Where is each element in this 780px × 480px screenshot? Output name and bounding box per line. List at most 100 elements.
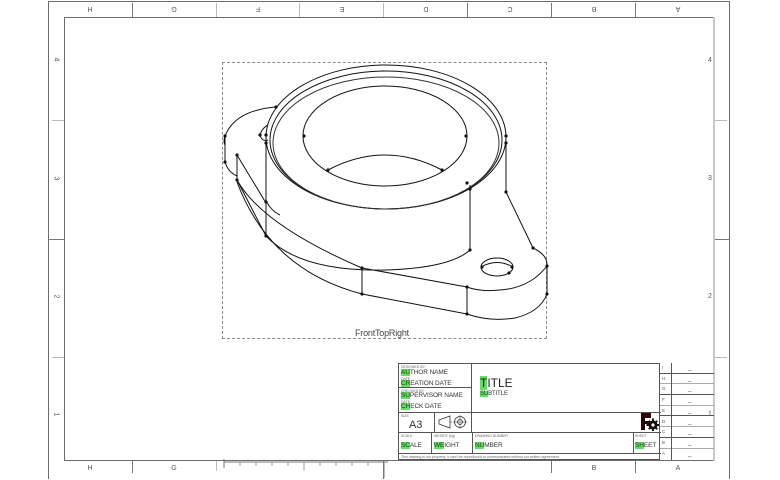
divider — [399, 387, 472, 388]
designed-by-label: DESIGNED BY: — [401, 365, 426, 369]
revision-row[interactable]: A_ — [660, 449, 714, 460]
zone-label-top: B — [591, 5, 597, 12]
zone-divider — [48, 239, 64, 240]
zone-divider — [635, 461, 636, 473]
revision-letter: H — [662, 375, 666, 381]
zone-label-top: D — [423, 5, 429, 12]
weight-label: WEIGHT (kg) — [434, 434, 455, 438]
revision-letter: B — [662, 439, 666, 445]
sheet-inner-frame-right-edge — [713, 17, 715, 461]
isometric-part-drawing[interactable] — [215, 55, 555, 345]
zone-label-right: 1 — [708, 411, 712, 418]
zone-divider — [715, 239, 730, 240]
revision-value: _ — [688, 439, 692, 446]
revision-value: _ — [688, 429, 692, 436]
drawing-number-field[interactable]: NUMBER — [475, 442, 503, 450]
zone-divider — [52, 357, 64, 358]
scale-field[interactable]: SCALE — [401, 442, 422, 450]
title-block: DESIGNED BY: AUTHOR NAME DATE: CREATION … — [398, 363, 661, 460]
divider — [399, 453, 661, 454]
zone-label-top: G — [171, 5, 177, 12]
field-highlight: SU — [401, 392, 410, 399]
date-label: DATE: — [401, 377, 412, 381]
field-text: IGHT — [444, 442, 460, 449]
field-highlight: SU — [480, 391, 489, 397]
divider — [671, 363, 672, 460]
date-label: DATE: — [401, 400, 412, 404]
first-angle-projection-icon — [438, 415, 467, 429]
field-text: ITLE — [487, 376, 513, 390]
revision-letter: G — [662, 386, 666, 392]
author-name-field[interactable]: AUTHOR NAME — [401, 369, 448, 377]
view-frame-fronttopright[interactable] — [222, 62, 547, 339]
revision-letter: A — [662, 450, 666, 456]
revision-value: _ — [688, 386, 692, 393]
divider — [399, 432, 661, 433]
zone-label-bottom: G — [171, 465, 177, 472]
revision-value: _ — [688, 365, 692, 371]
creation-date-field[interactable]: CREATION DATE — [401, 380, 452, 388]
revision-row[interactable]: D_ — [660, 417, 714, 428]
revision-row[interactable]: E_ — [660, 406, 714, 417]
revision-value: _ — [688, 418, 692, 425]
field-text: BTITLE — [488, 391, 508, 397]
sheet-field[interactable]: SHEET — [635, 442, 656, 450]
sheet-label: SHEET — [635, 434, 647, 438]
zone-label-right: 4 — [708, 57, 712, 64]
revision-table: I_ H_ G_ F_ E_ D_ C_ B_ A_ — [660, 363, 714, 460]
revision-row[interactable]: C_ — [660, 427, 714, 438]
subtitle-field[interactable]: SUBTITLE — [480, 390, 508, 398]
field-highlight: SC — [401, 442, 410, 449]
revision-letter: E — [662, 407, 666, 413]
disclaimer-text: This drawing is our property; it can't b… — [401, 455, 560, 459]
check-date-field[interactable]: CHECK DATE — [401, 403, 442, 411]
checked-by-label: CHECKED BY: — [401, 389, 425, 393]
field-highlight: T — [480, 376, 488, 390]
author-section — [399, 364, 472, 412]
zone-divider — [551, 3, 552, 17]
revision-letter: F — [662, 397, 665, 403]
divider — [472, 432, 473, 453]
revision-row[interactable]: G_ — [660, 384, 714, 396]
zone-label-left: 2 — [52, 294, 60, 299]
revision-value: _ — [688, 397, 692, 404]
zone-divider — [132, 461, 133, 473]
zone-label-top: A — [675, 5, 681, 12]
view-label[interactable]: FrontTopRight — [354, 328, 410, 338]
revision-row[interactable]: I_ — [660, 363, 714, 374]
zone-label-top: F — [255, 5, 261, 12]
divider — [431, 432, 432, 453]
field-highlight: NU — [475, 442, 485, 449]
revision-value: _ — [688, 450, 692, 457]
field-highlight: CR — [401, 380, 411, 387]
zone-divider — [383, 3, 384, 17]
zone-divider — [132, 3, 133, 17]
zone-label-right: 3 — [708, 175, 712, 182]
title-field[interactable]: TITLE — [480, 376, 513, 390]
scale-label: SCALE — [401, 434, 413, 438]
scale-bar — [223, 459, 388, 478]
size-value[interactable]: A3 — [409, 419, 423, 431]
zone-label-bottom: H — [87, 465, 93, 472]
supervisor-name-field[interactable]: SUPERVISOR NAME — [401, 392, 463, 400]
size-label: SIZE — [401, 414, 409, 418]
projection-cell — [435, 412, 472, 432]
weight-field[interactable]: WEIGHT — [434, 442, 460, 450]
zone-label-bottom: B — [591, 465, 597, 472]
freecad-gear-logo — [641, 413, 659, 431]
zone-divider — [52, 120, 64, 121]
revision-letter: C — [662, 429, 666, 435]
zone-divider — [467, 3, 468, 17]
zone-label-right: 2 — [708, 293, 712, 300]
revision-row[interactable]: H_ — [660, 374, 714, 385]
zone-label-top: H — [87, 5, 93, 12]
zone-label-top: E — [339, 5, 345, 12]
zone-label-left: 1 — [52, 412, 60, 417]
divider — [633, 432, 634, 453]
field-highlight: CH — [401, 403, 411, 410]
field-text: PERVISOR NAME — [409, 392, 463, 399]
revision-row[interactable]: F_ — [660, 395, 714, 406]
revision-value: _ — [688, 375, 692, 382]
revision-row[interactable]: B_ — [660, 438, 714, 449]
field-text: ECK DATE — [410, 403, 442, 410]
